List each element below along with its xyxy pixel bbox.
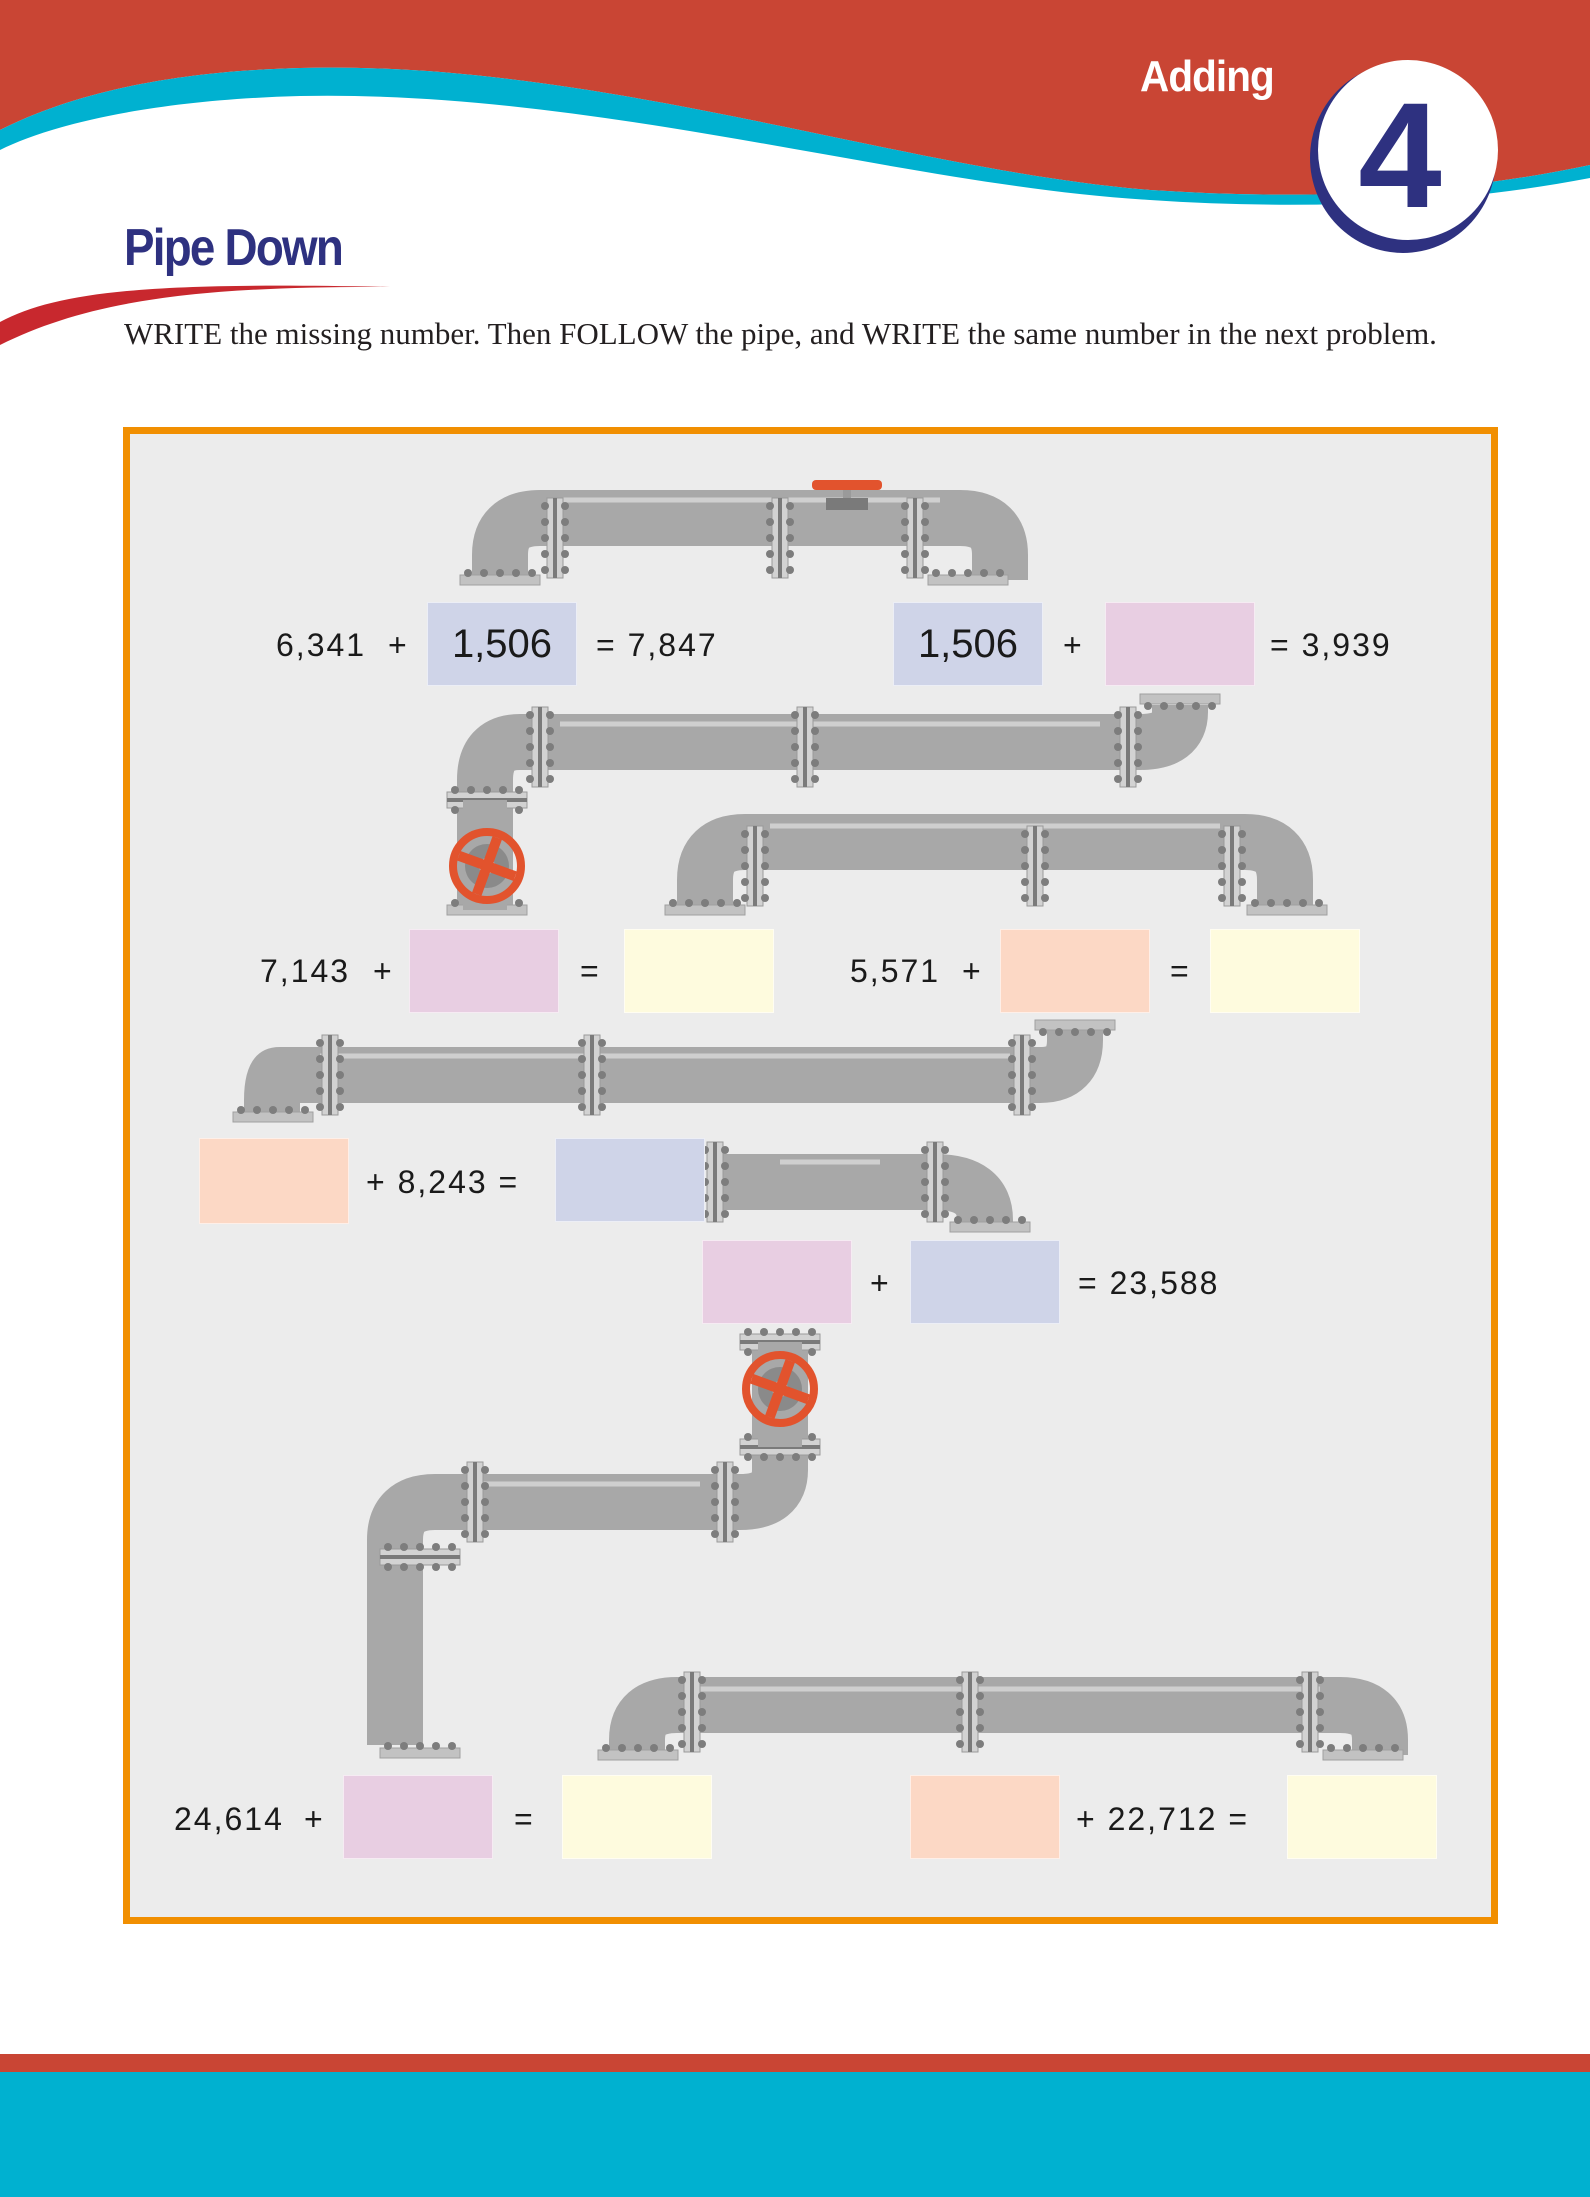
p5-equals: = xyxy=(498,1164,520,1200)
p6-addend1-box[interactable] xyxy=(702,1240,852,1324)
p8-sum-box[interactable] xyxy=(1287,1775,1437,1859)
p4-addend2-box[interactable] xyxy=(1000,929,1150,1013)
p5-plus-addend2: + 8,243 = xyxy=(366,1162,519,1202)
p3-sum-box[interactable] xyxy=(624,929,774,1013)
header-wave-banner xyxy=(0,0,1590,345)
p8-equals: = xyxy=(1228,1801,1250,1837)
p3-plus: + xyxy=(373,953,394,989)
p3-addend1: 7,143 xyxy=(260,953,351,989)
title-red-swoosh xyxy=(0,285,390,345)
p5-plus: + xyxy=(366,1164,387,1200)
p4-plus: + xyxy=(962,953,983,989)
p8-plus: + xyxy=(1076,1801,1097,1837)
header-red-band xyxy=(0,0,1590,195)
p1-answer-box[interactable]: 1,506 xyxy=(427,602,577,686)
p3-addend2-box[interactable] xyxy=(409,929,559,1013)
p4-sum-box[interactable] xyxy=(1210,929,1360,1013)
p2-plus: + xyxy=(1063,627,1084,663)
p2-sum: 3,939 xyxy=(1301,627,1392,663)
instructions: WRITE the missing number. Then FOLLOW th… xyxy=(124,316,1437,351)
section-label: Adding xyxy=(1140,52,1275,101)
p4-addend1: 5,571 xyxy=(850,953,941,989)
section-number-circle xyxy=(1310,60,1498,253)
p7-addend1: 24,614 xyxy=(174,1801,284,1837)
p1-sum: 7,847 xyxy=(627,627,718,663)
p2-addend1-box[interactable]: 1,506 xyxy=(893,602,1043,686)
p1-addend1: 6,341 xyxy=(276,627,367,663)
page-title: Pipe Down xyxy=(124,219,344,277)
p5-addend1-box[interactable] xyxy=(199,1138,349,1224)
p7-equals: = xyxy=(514,1801,535,1837)
p2-addend1-value: 1,506 xyxy=(917,621,1019,666)
p7-plus: + xyxy=(304,1801,325,1837)
p7-addend2-box[interactable] xyxy=(343,1775,493,1859)
p6-equals-sum: = 23,588 xyxy=(1078,1263,1219,1303)
p8-addend1-box[interactable] xyxy=(910,1775,1060,1859)
p8-plus-addend2: + 22,712 = xyxy=(1076,1799,1249,1839)
footer-red-band xyxy=(0,2054,1590,2072)
p1-answer-value: 1,506 xyxy=(451,621,553,666)
p6-equals: = xyxy=(1078,1265,1099,1301)
p5-addend2: 8,243 xyxy=(397,1164,488,1200)
p1-equals-sum: = 7,847 xyxy=(596,625,718,665)
p4-equals: = xyxy=(1170,953,1191,989)
p2-equals: = xyxy=(1270,627,1291,663)
footer-teal-band xyxy=(0,2072,1590,2197)
section-number: 4 xyxy=(1358,71,1442,239)
p1-equals: = xyxy=(596,627,617,663)
header-teal-wave xyxy=(0,67,1590,205)
p3-equals: = xyxy=(580,953,601,989)
p7-sum-box[interactable] xyxy=(562,1775,712,1859)
p8-addend2: 22,712 xyxy=(1107,1801,1218,1837)
p6-addend2-box[interactable] xyxy=(910,1240,1060,1324)
p5-sum-box[interactable] xyxy=(555,1138,705,1222)
p1-plus: + xyxy=(388,627,409,663)
p2-answer-box[interactable] xyxy=(1105,602,1255,686)
p2-equals-sum: = 3,939 xyxy=(1270,625,1392,665)
p6-plus: + xyxy=(870,1265,891,1301)
p6-sum: 23,588 xyxy=(1109,1265,1220,1301)
